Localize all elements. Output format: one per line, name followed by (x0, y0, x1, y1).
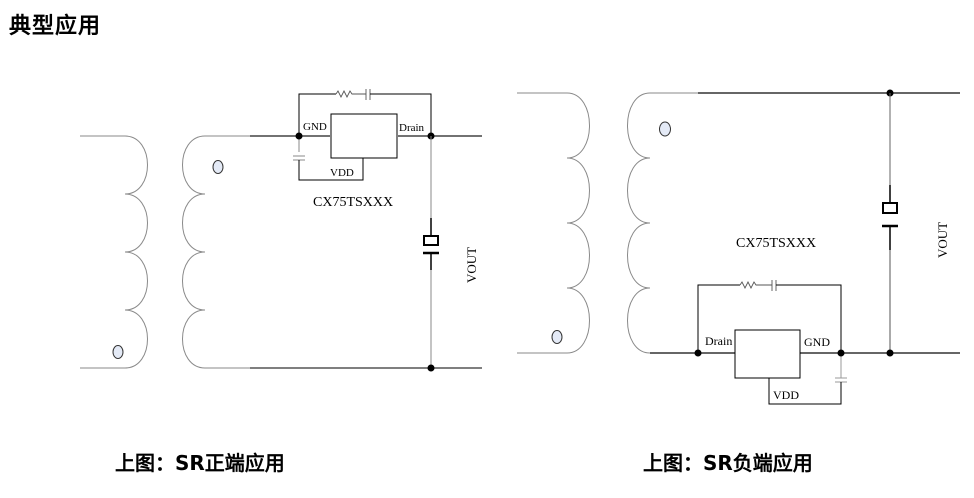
diagram-positive: GND Drain VDD CX75TSXXX VOUT (80, 89, 482, 372)
transformer-primary-coil (80, 135, 148, 369)
snubber-resistor (335, 89, 366, 99)
snubber-wire (298, 93, 336, 136)
pin-label-right: Drain (399, 122, 425, 134)
diagram-negative: Drain GND VDD CX75TSXXX VOUT (517, 89, 960, 405)
transformer-secondary-coil (182, 135, 250, 369)
junction-dot (427, 364, 435, 372)
vdd-capacitor (293, 155, 305, 161)
section-title: 典型应用 (9, 14, 102, 39)
junction-dot (295, 132, 303, 140)
caption-negative: 上图：SR负端应用 (643, 451, 813, 475)
caption-positive: 上图：SR正端应用 (115, 451, 285, 475)
pin-label-left: GND (303, 121, 327, 133)
junction-dot (837, 349, 845, 357)
snubber-capacitor (365, 89, 371, 100)
output-capacitor (423, 235, 439, 255)
pin-label-bottom: VDD (773, 388, 799, 402)
secondary-polarity-dot (212, 160, 224, 174)
vdd-capacitor (835, 377, 847, 383)
vout-label: VOUT (464, 247, 479, 283)
snubber-wire (697, 284, 740, 353)
secondary-polarity-dot (659, 121, 671, 137)
chip-body (734, 329, 801, 379)
output-capacitor (882, 202, 898, 228)
snubber-capacitor (771, 280, 777, 291)
chip-name: CX75TSXXX (736, 236, 816, 251)
primary-polarity-dot (112, 345, 124, 359)
pin-label-bottom: VDD (330, 167, 354, 179)
pin-label-right: GND (804, 335, 830, 349)
vout-label: VOUT (935, 222, 950, 258)
junction-dot (886, 349, 894, 357)
chip-name: CX75TSXXX (313, 195, 393, 210)
pin-label-left: Drain (705, 334, 732, 348)
primary-polarity-dot (551, 330, 563, 344)
chip-body (330, 113, 398, 159)
snubber-resistor (739, 280, 772, 290)
transformer-primary-coil (517, 92, 590, 354)
vdd-wire (768, 378, 842, 405)
vdd-wire (298, 158, 364, 181)
junction-dot (694, 349, 702, 357)
transformer-secondary-coil (627, 92, 698, 354)
